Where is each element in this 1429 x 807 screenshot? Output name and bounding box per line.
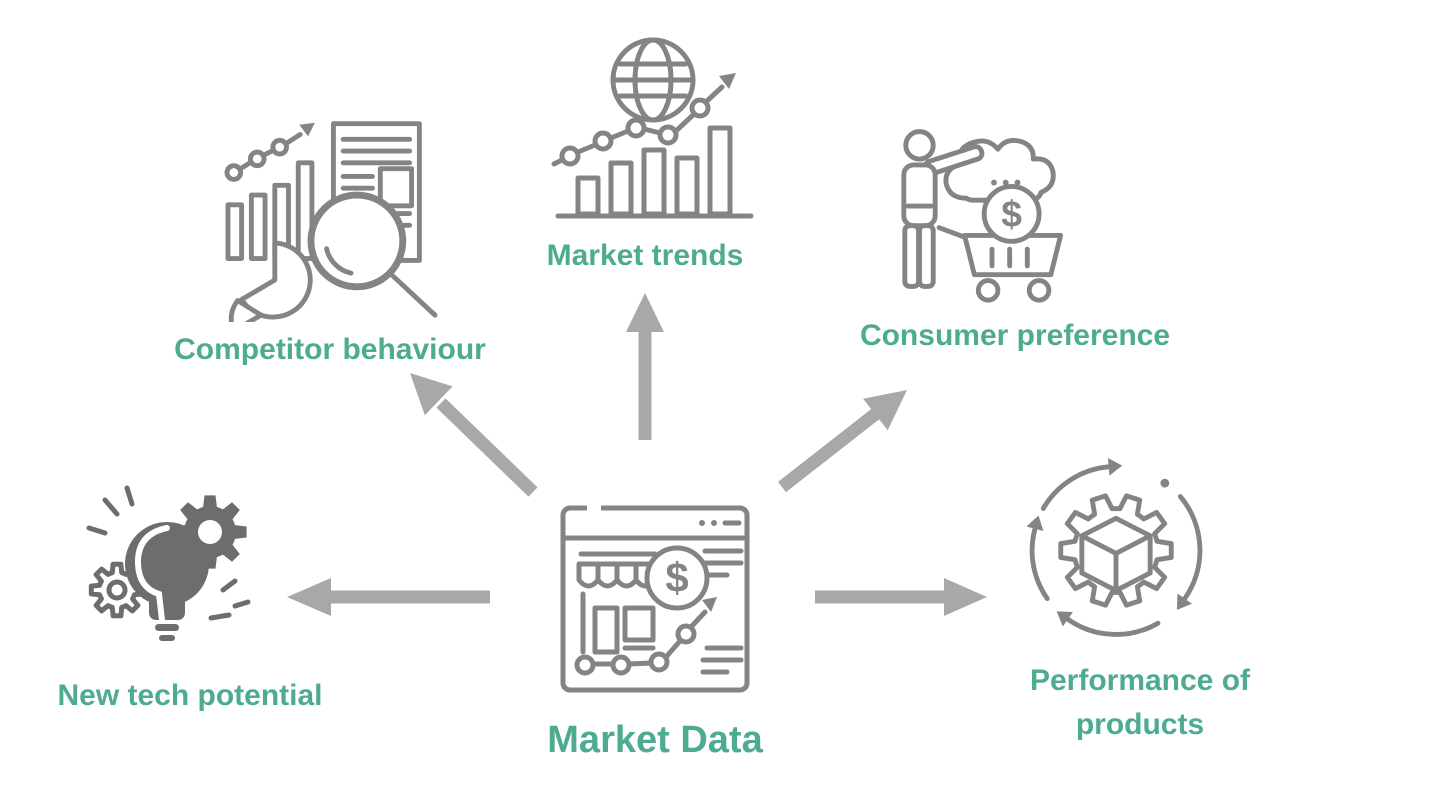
globe-bar-chart-trend-icon <box>548 28 763 228</box>
dollar-sign: $ <box>1001 193 1022 235</box>
person-cloud-dollar-cart-icon: $ <box>888 112 1098 308</box>
label-new-tech-potential: New tech potential <box>57 679 323 712</box>
arrow-to-consumer-preference <box>777 390 907 493</box>
node-new-tech-potential: New tech potential <box>10 478 370 718</box>
label-consumer-preference: Consumer preference <box>859 319 1171 352</box>
node-market-trends: Market trends <box>470 28 820 278</box>
gear-cube-cycle-icon <box>1011 448 1221 653</box>
arrow-to-performance-of-products <box>815 578 987 616</box>
bar-chart-magnifier-document-pie-icon <box>218 112 443 322</box>
node-market-data: $ Market Data <box>505 496 805 768</box>
node-consumer-preference: $ Consumer preference <box>820 112 1210 358</box>
lightbulb-gears-icon <box>75 478 305 668</box>
arrow-to-new-tech-potential <box>287 578 490 616</box>
node-competitor-behaviour: Competitor behaviour <box>120 112 540 372</box>
dollar-sign: $ <box>665 554 688 601</box>
market-data-storefront-chart-icon: $ <box>555 496 755 701</box>
node-performance-of-products: Performance of products <box>990 448 1290 746</box>
arrow-to-competitor-behaviour <box>410 373 538 497</box>
label-performance-of-products: Performance of products <box>1029 664 1251 741</box>
label-market-data: Market Data <box>547 719 763 761</box>
label-competitor-behaviour: Competitor behaviour <box>174 333 486 366</box>
arrow-to-market-trends <box>626 293 664 440</box>
label-market-trends: Market trends <box>546 239 744 272</box>
